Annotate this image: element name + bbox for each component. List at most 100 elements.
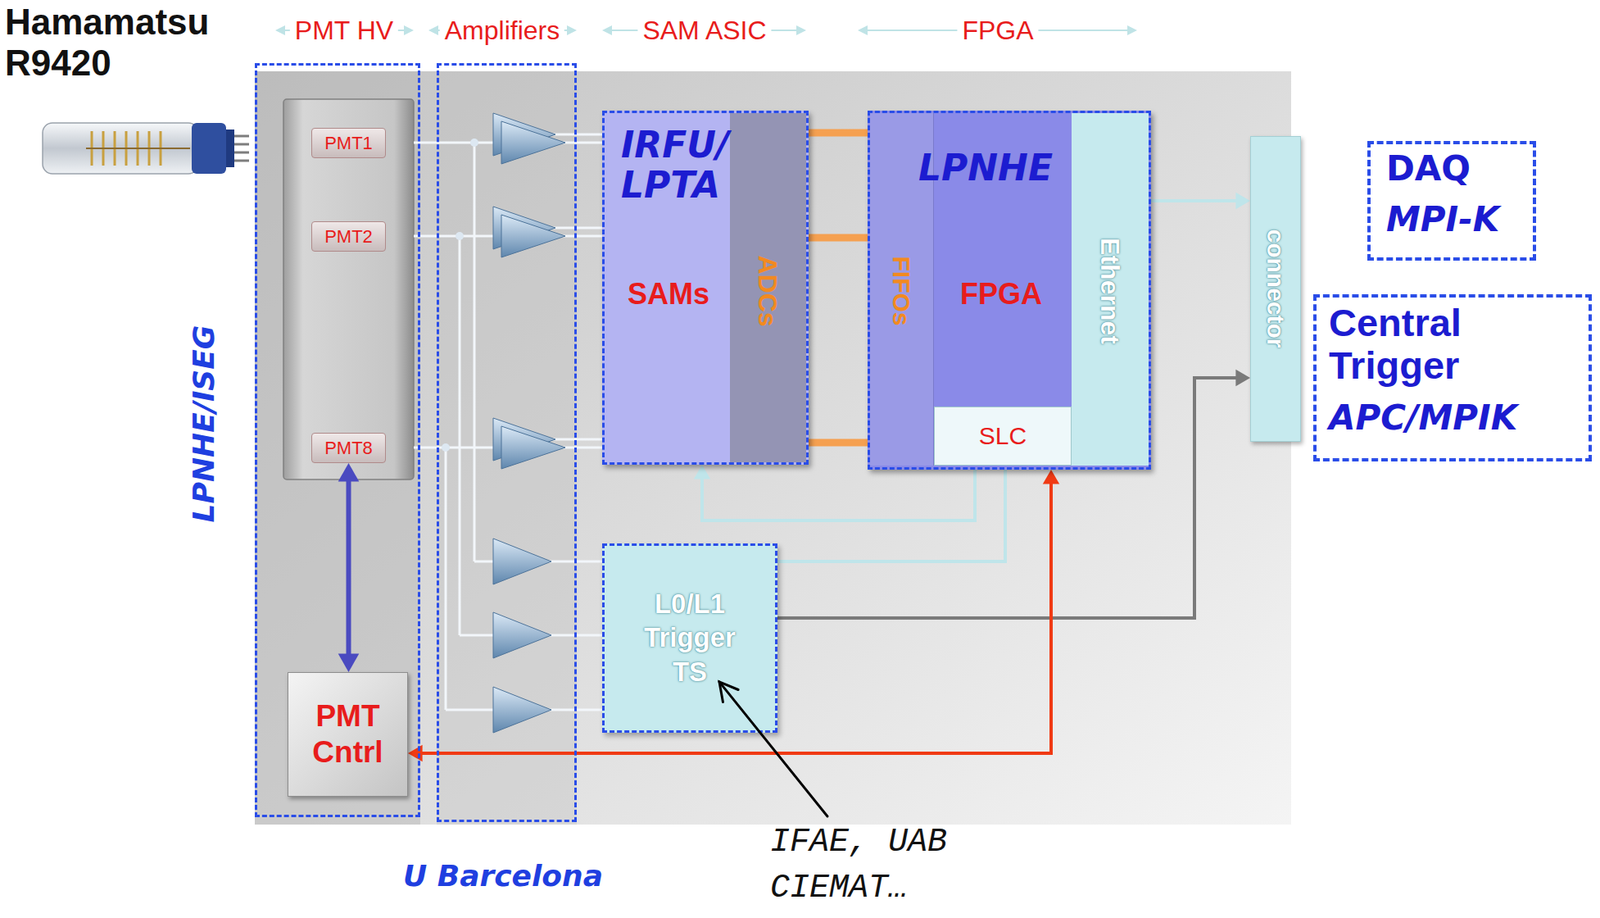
section-header: FPGA bbox=[956, 15, 1038, 46]
pmt-channel: PMT1 bbox=[311, 127, 386, 159]
section-header: PMT HV bbox=[290, 15, 399, 46]
header-arrow-head bbox=[796, 25, 807, 36]
arrow-head bbox=[1235, 192, 1251, 209]
config-link bbox=[693, 464, 975, 521]
signal-wire bbox=[458, 235, 462, 635]
pmt-dynode-rail bbox=[86, 147, 191, 150]
signal-wire bbox=[544, 708, 603, 712]
connector-line bbox=[346, 475, 352, 660]
control-box: PMT Cntrl bbox=[287, 671, 408, 797]
pmt-glass bbox=[42, 122, 199, 174]
signal-wire bbox=[473, 142, 476, 562]
system-name: Central Trigger bbox=[1328, 301, 1462, 386]
wire-junction bbox=[470, 138, 479, 147]
slc-box: SLC bbox=[933, 406, 1072, 466]
connector-line bbox=[806, 129, 871, 137]
header-arrow-head bbox=[602, 25, 612, 36]
box-label: SLC bbox=[979, 421, 1027, 451]
amplifier-symbol bbox=[493, 611, 552, 658]
section-header: SAM ASIC bbox=[637, 15, 771, 46]
institute-label: MPI-K bbox=[1386, 199, 1500, 240]
pmt-channel: PMT8 bbox=[311, 432, 386, 463]
institute-label: APC/MPIK bbox=[1328, 398, 1518, 438]
fpga-block: FIFOsSLC Ethernet LPNHE FPGA bbox=[867, 110, 1152, 470]
box-title: PMT Cntrl bbox=[292, 698, 404, 771]
config-link bbox=[777, 469, 1006, 562]
board-panel bbox=[254, 71, 1292, 825]
signal-wire bbox=[544, 634, 603, 637]
block-title: FPGA bbox=[960, 276, 1043, 311]
connector-block: connector bbox=[1250, 135, 1301, 442]
control-link bbox=[338, 462, 360, 672]
amplifier-symbols bbox=[493, 113, 566, 733]
signal-wire bbox=[413, 446, 502, 449]
amplifier-region: U Barcelona bbox=[436, 63, 577, 822]
signal-wires bbox=[413, 134, 603, 710]
data-bus bbox=[806, 442, 871, 444]
pmt-pin bbox=[234, 143, 250, 146]
header-arrow-head bbox=[428, 25, 439, 36]
pmt-base bbox=[191, 122, 227, 174]
arrow-head bbox=[1235, 369, 1251, 386]
pmt-hv-box bbox=[283, 99, 414, 480]
connector-line bbox=[777, 377, 1241, 618]
hv-region-fill bbox=[254, 71, 421, 825]
data-bus bbox=[806, 132, 871, 134]
signal-wire bbox=[444, 447, 448, 710]
ethernet-column: Ethernet bbox=[1071, 113, 1149, 466]
pmt-channel: PMT2 bbox=[311, 221, 386, 252]
arrow-head bbox=[693, 464, 711, 480]
trigger-block: L0/L1 Trigger TS bbox=[602, 543, 778, 733]
amplifier-symbol bbox=[501, 121, 566, 164]
external-system: Central TriggerAPC/MPIK bbox=[1313, 294, 1592, 462]
header-arrow-head bbox=[566, 25, 577, 36]
header-arrow-head bbox=[403, 25, 414, 36]
wire-junction bbox=[455, 231, 464, 241]
pmt-pin bbox=[234, 151, 250, 155]
channel-name: PMT2 bbox=[324, 226, 373, 247]
amplifier-symbol bbox=[501, 214, 566, 258]
block-title: connector bbox=[1261, 228, 1291, 348]
data-link bbox=[1148, 192, 1251, 209]
slow-control-link bbox=[407, 469, 1060, 762]
institute-label: LPNHE bbox=[918, 147, 1053, 190]
arrow-head bbox=[338, 462, 360, 481]
adc-column: ADCs bbox=[729, 113, 807, 463]
block-title: SAMs bbox=[627, 276, 710, 311]
amplifier-symbol bbox=[493, 686, 552, 733]
header-arrow-head bbox=[275, 25, 286, 36]
wire-junction bbox=[441, 443, 450, 452]
data-bus bbox=[806, 237, 871, 239]
header-arrow-head bbox=[1127, 25, 1138, 36]
column-label: Ethernet bbox=[1095, 237, 1126, 345]
amplifier-symbol bbox=[501, 426, 566, 469]
device-name: Hamamatsu R9420 bbox=[4, 1, 209, 84]
signal-wire bbox=[445, 708, 500, 712]
header-arrow-head bbox=[857, 25, 868, 36]
arrow-head bbox=[1042, 469, 1060, 485]
pmt-pin bbox=[234, 159, 250, 163]
section-header: Amplifiers bbox=[439, 15, 565, 46]
connector-line bbox=[702, 469, 975, 521]
arrow-head bbox=[338, 653, 360, 672]
external-system: DAQ MPI-K bbox=[1367, 140, 1537, 261]
connector-line bbox=[806, 439, 871, 447]
connector-line bbox=[1148, 199, 1241, 203]
trigger-link bbox=[777, 369, 1251, 618]
pmt-pin bbox=[234, 135, 250, 138]
column-label: FIFOs bbox=[887, 255, 916, 326]
connector-line bbox=[806, 234, 871, 242]
channel-name: PMT1 bbox=[324, 132, 373, 154]
institute-label: IRFU/ LPTA bbox=[620, 124, 744, 206]
signal-wire bbox=[413, 141, 502, 145]
signal-wire bbox=[544, 560, 603, 563]
amplifier-symbol bbox=[493, 538, 552, 585]
group-label: U Barcelona bbox=[403, 858, 603, 893]
channel-name: PMT8 bbox=[324, 437, 373, 458]
pmt-hv-region: PMT1PMT2PMT8PMT CntrlLPNHE/ISEG bbox=[254, 63, 421, 817]
group-label: LPNHE/ISEG bbox=[186, 325, 221, 523]
connector-line bbox=[777, 469, 1006, 562]
column-label: ADCs bbox=[752, 254, 784, 327]
system-name: DAQ bbox=[1386, 149, 1471, 189]
